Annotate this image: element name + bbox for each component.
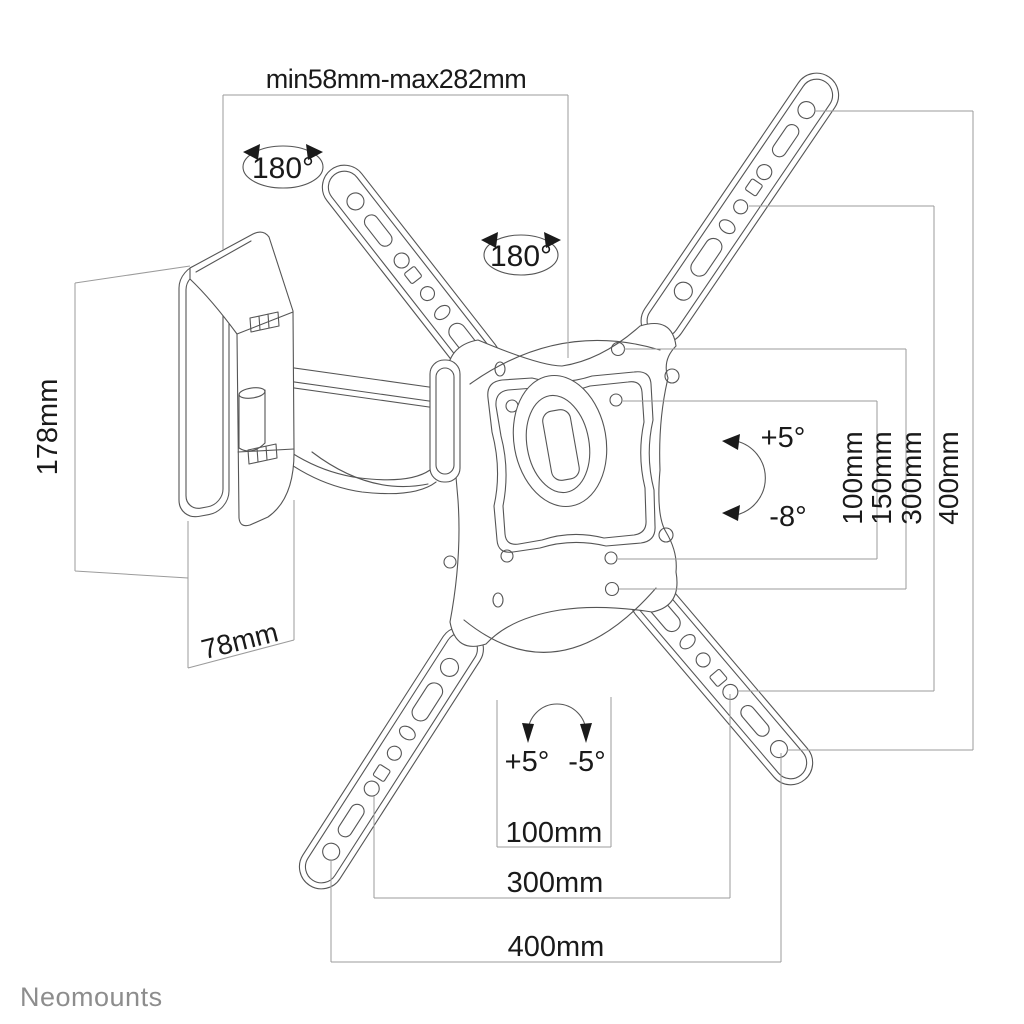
dim-vesa-v300 xyxy=(738,205,935,692)
adapter-bolt xyxy=(664,368,680,384)
label-plate-height: 178mm xyxy=(32,379,64,476)
label-vesa-h100: 100mm xyxy=(506,817,603,849)
pivot-column xyxy=(238,387,266,452)
arm-joint-bracket xyxy=(429,359,461,483)
vesa-screw-hole xyxy=(609,393,623,407)
dim-vesa-h400 xyxy=(330,753,782,963)
arm-slot xyxy=(363,214,393,247)
label-vesa-h300: 300mm xyxy=(507,867,604,899)
clip-tab-bottom xyxy=(247,443,278,465)
label-tilt-up: +5° xyxy=(761,422,806,454)
adapter-bolt xyxy=(658,527,674,543)
arm-hole xyxy=(322,842,341,861)
vesa-screw-hole xyxy=(604,551,618,565)
arm-slot xyxy=(337,803,365,838)
brand-logo: Neomounts xyxy=(20,982,163,1012)
label-vesa-v100: 100mm xyxy=(837,431,868,524)
rotation-annotation-tv xyxy=(481,232,561,276)
dim-vesa-h100 xyxy=(496,697,612,848)
label-vesa-v400: 400mm xyxy=(933,431,964,524)
rotate-arrow-icon xyxy=(306,144,323,160)
rotation-annotation-wall xyxy=(242,144,324,189)
label-vesa-v300: 300mm xyxy=(896,431,927,524)
dim-plate-width xyxy=(187,500,295,669)
adapter-hole xyxy=(604,581,620,597)
swivel-annotation xyxy=(522,703,592,743)
wall-plate-cover xyxy=(189,231,295,527)
dim-vesa-v100 xyxy=(618,400,878,560)
clip-tab-top xyxy=(249,311,280,333)
wall-plate-assembly xyxy=(178,231,461,527)
label-vesa-v150: 150mm xyxy=(866,431,897,524)
label-swivel-left: +5° xyxy=(505,746,550,778)
arm-slot xyxy=(771,124,800,158)
swivel-arrow-icon xyxy=(522,723,534,743)
boss-arc-bottom xyxy=(463,587,657,653)
dim-plate-height xyxy=(74,265,191,579)
vesa-arm-top-right xyxy=(640,72,840,344)
swivel-arrow-icon xyxy=(580,723,592,743)
label-tilt-down: -8° xyxy=(769,501,806,533)
label-vesa-h400: 400mm xyxy=(508,931,605,963)
tilt-arrow-icon xyxy=(722,505,740,521)
tilt-annotation xyxy=(722,434,766,521)
dim-vesa-v150 xyxy=(619,348,907,590)
arm-hole xyxy=(769,740,789,759)
vesa-adapter-plate xyxy=(443,322,680,653)
label-plate-width: 78mm xyxy=(198,616,281,665)
center-ring-detail xyxy=(542,409,580,481)
label-rotation-tv: 180° xyxy=(490,240,552,273)
boss-arc-top xyxy=(469,339,661,385)
label-rotation-wall: 180° xyxy=(252,152,314,185)
rotate-arrow-icon xyxy=(243,144,260,160)
adapter-hole xyxy=(443,555,457,569)
dim-arm-extension xyxy=(222,94,569,358)
rotate-arrow-icon xyxy=(481,232,498,248)
dimension-lines xyxy=(74,94,974,963)
center-ring-inner xyxy=(525,394,591,494)
arm-slot xyxy=(740,704,770,737)
dim-vesa-v400 xyxy=(787,110,974,751)
label-swivel-right: -5° xyxy=(568,746,605,778)
vesa-arm-bottom-left xyxy=(298,626,484,890)
vesa-screw-hole xyxy=(500,549,514,563)
dim-vesa-h300 xyxy=(373,694,731,899)
arm-hole xyxy=(346,192,365,211)
tilt-arrow-icon xyxy=(722,434,740,450)
vesa-arm-top-left xyxy=(321,164,501,381)
arm-hole xyxy=(797,101,816,120)
rotate-arrow-icon xyxy=(544,232,561,248)
arm-elbow xyxy=(311,451,429,488)
label-arm-extension: min58mm-max282mm xyxy=(266,64,527,94)
